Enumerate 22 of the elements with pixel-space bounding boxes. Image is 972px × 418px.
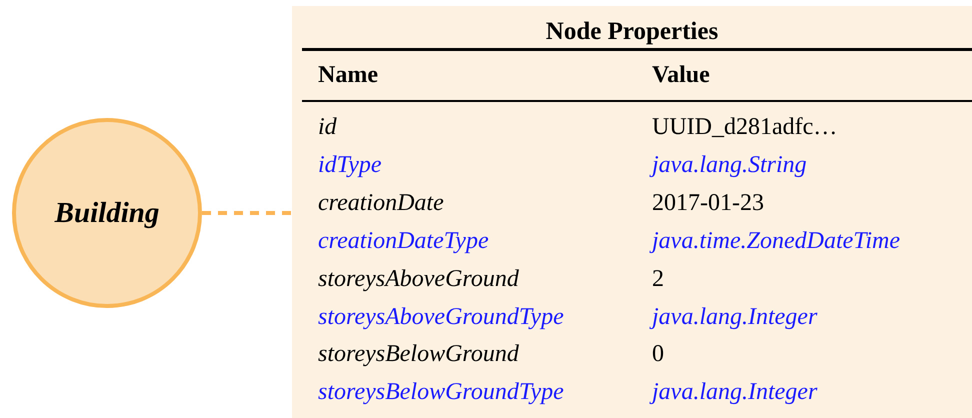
node-label: Building: [54, 196, 160, 230]
property-value: java.lang.Integer: [652, 302, 818, 332]
property-value: 2017-01-23: [652, 188, 764, 218]
properties-panel: [292, 6, 972, 418]
dashed-connector: [202, 211, 292, 215]
property-value: java.lang.String: [652, 150, 807, 180]
column-header: Value: [652, 61, 710, 90]
property-value: 2: [652, 264, 664, 294]
property-name: creationDate: [318, 188, 444, 218]
property-value: java.lang.Integer: [652, 377, 818, 408]
column-header: Name: [318, 61, 378, 90]
property-name: storeysBelowGround: [318, 340, 519, 370]
property-name: storeysAboveGround: [318, 264, 519, 294]
table-title: Node Properties: [544, 18, 720, 46]
property-value: 0: [652, 340, 664, 370]
property-name: id: [318, 113, 337, 142]
property-value: UUID_d281adfc…: [652, 113, 838, 142]
property-name: storeysBelowGroundType: [318, 378, 564, 408]
property-name: storeysAboveGroundType: [318, 302, 564, 332]
property-value: java.time.ZonedDateTime: [652, 226, 900, 256]
property-name: creationDateType: [318, 226, 489, 256]
property-name: idType: [318, 150, 382, 180]
